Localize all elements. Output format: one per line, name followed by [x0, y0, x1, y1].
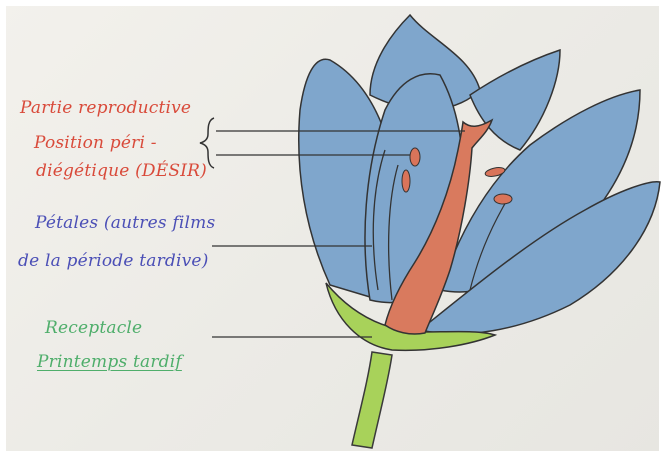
label-reproductive-line2: Position péri -	[34, 131, 157, 155]
label-reproductive-line3: diégétique (DÉSIR)	[36, 159, 207, 183]
stamen	[410, 148, 420, 166]
label-petals-line2: de la période tardive)	[18, 249, 209, 273]
stamen	[402, 170, 410, 192]
stem	[352, 352, 392, 448]
label-reproductive-line1: Partie reproductive	[20, 96, 191, 120]
stamen	[494, 194, 512, 204]
label-receptacle-line2: Printemps tardif	[37, 350, 182, 374]
label-petals-line1: Pétales (autres films	[35, 211, 215, 235]
label-receptacle-line1: Receptacle	[45, 316, 142, 340]
